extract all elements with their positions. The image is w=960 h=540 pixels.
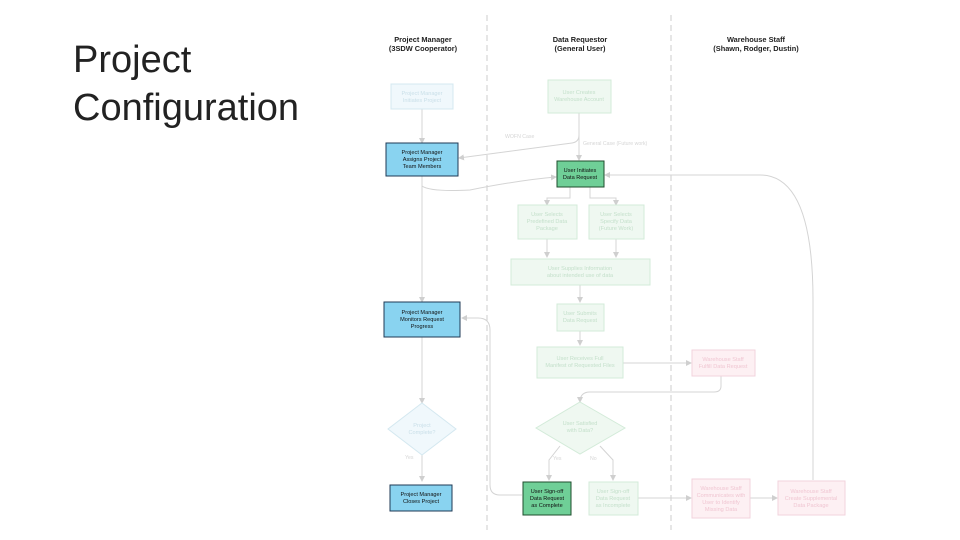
node-user-satisfied-decision: User Satisfied with Data?	[535, 401, 626, 455]
svg-text:Complete?: Complete?	[408, 430, 435, 436]
connector	[544, 187, 571, 206]
node-user-selects-predefined: User Selects Predefined Data Package	[517, 204, 578, 240]
node-warehouse-communicates: Warehouse Staff Communicates with User t…	[691, 478, 751, 519]
svg-text:User Selects: User Selects	[531, 212, 563, 218]
svg-text:Specify Data: Specify Data	[600, 219, 633, 225]
svg-text:Predefined Data: Predefined Data	[527, 219, 568, 225]
node-pm-assigns-team: Project Manager Assigns Project Team Mem…	[385, 142, 459, 177]
svg-text:Project: Project	[413, 423, 431, 429]
svg-text:Project Manager: Project Manager	[400, 492, 441, 498]
connector	[577, 376, 722, 403]
node-pm-initiates-project: Project Manager Initiates Project	[390, 83, 454, 110]
svg-text:Progress: Progress	[411, 324, 434, 330]
lane-title-data-requestor: Data Requestor	[553, 35, 608, 44]
node-warehouse-fulfill: Warehouse Staff Fulfill Data Request	[691, 349, 756, 377]
svg-text:Closes Project: Closes Project	[403, 499, 440, 505]
lane-title-warehouse-staff: Warehouse Staff	[727, 35, 786, 44]
svg-text:User Receives Full: User Receives Full	[557, 356, 604, 362]
svg-text:Warehouse Staff: Warehouse Staff	[790, 489, 832, 495]
svg-text:as Incomplete: as Incomplete	[596, 503, 631, 509]
svg-text:User Submits: User Submits	[563, 311, 597, 317]
connector	[546, 445, 561, 481]
svg-text:Missing Data: Missing Data	[705, 507, 738, 513]
svg-text:Initiates Project: Initiates Project	[403, 98, 442, 104]
node-user-signoff-complete: User Sign-off Data Request as Complete	[522, 481, 572, 516]
node-user-signoff-incomplete: User Sign-off Data Request as Incomplete	[588, 481, 639, 516]
connector	[461, 315, 522, 496]
node-user-submits-request: User Submits Data Request	[556, 303, 605, 332]
lane-subtitle-warehouse-staff: (Shawn, Rodger, Dustin)	[713, 44, 799, 53]
svg-text:Warehouse Staff: Warehouse Staff	[702, 357, 744, 363]
connector	[421, 174, 557, 191]
node-pm-monitors-progress: Project Manager Monitors Request Progres…	[383, 301, 461, 338]
svg-text:Data Request: Data Request	[563, 175, 598, 181]
svg-text:Manifest of Requested Files: Manifest of Requested Files	[545, 363, 615, 369]
svg-text:Project Manager: Project Manager	[401, 150, 442, 156]
svg-text:User Sign-off: User Sign-off	[597, 489, 630, 495]
svg-text:Project Manager: Project Manager	[401, 91, 442, 97]
node-user-supplies-info: User Supplies Information about intended…	[510, 258, 651, 286]
svg-text:Data Package: Data Package	[793, 503, 828, 509]
svg-text:Package: Package	[536, 226, 558, 232]
svg-text:User to Identify: User to Identify	[702, 500, 740, 506]
svg-text:Fulfill Data Request: Fulfill Data Request	[699, 364, 748, 370]
lane-subtitle-data-requestor: (General User)	[555, 44, 606, 53]
svg-text:User Sign-off: User Sign-off	[531, 489, 564, 495]
edge-label-no: No	[590, 456, 597, 462]
svg-text:Data Request: Data Request	[596, 496, 631, 502]
svg-text:Create Supplemental: Create Supplemental	[785, 496, 838, 502]
svg-text:User Creates: User Creates	[563, 90, 596, 96]
svg-text:User Initiates: User Initiates	[564, 168, 597, 174]
svg-text:Data Request: Data Request	[530, 496, 565, 502]
svg-text:Team Members: Team Members	[403, 164, 442, 170]
slide-title-line-2: Configuration	[73, 87, 300, 129]
lane-title-project-manager: Project Manager	[394, 35, 452, 44]
connector	[604, 172, 814, 480]
edge-label-general-case: General Case (Future work)	[583, 141, 648, 147]
connector	[599, 445, 616, 481]
lane-subtitle-project-manager: (3SDW Cooperator)	[389, 44, 458, 53]
svg-text:Warehouse Account: Warehouse Account	[554, 97, 604, 103]
svg-text:(Future Work): (Future Work)	[599, 226, 634, 232]
svg-text:Communicates with: Communicates with	[697, 493, 746, 499]
edge-label-yes: Yes	[405, 455, 414, 461]
slide-title-line-1: Project	[73, 39, 192, 81]
svg-text:Monitors Request: Monitors Request	[400, 317, 444, 323]
svg-text:User Satisfied: User Satisfied	[563, 421, 598, 427]
edge-label-yes: Yes	[553, 456, 562, 462]
node-pm-closes-project: Project Manager Closes Project	[389, 484, 453, 512]
svg-text:about intended use of data: about intended use of data	[547, 273, 614, 279]
svg-text:Data Request: Data Request	[563, 318, 598, 324]
svg-text:User Supplies Information: User Supplies Information	[548, 266, 612, 272]
svg-text:Project Manager: Project Manager	[401, 310, 442, 316]
edge-label-wofn-case: WOFN Case	[505, 134, 535, 140]
node-warehouse-creates-supplemental: Warehouse Staff Create Supplemental Data…	[777, 480, 846, 516]
svg-text:Assigns Project: Assigns Project	[403, 157, 442, 163]
svg-text:as Complete: as Complete	[531, 503, 562, 509]
node-user-selects-specify: User Selects Specify Data (Future Work)	[588, 204, 645, 240]
node-project-complete-decision: Project Complete?	[387, 402, 457, 456]
svg-text:Warehouse Staff: Warehouse Staff	[700, 486, 742, 492]
connector	[589, 187, 619, 206]
svg-text:User Selects: User Selects	[600, 212, 632, 218]
node-user-creates-account: User Creates Warehouse Account	[547, 79, 612, 114]
node-user-initiates-request: User Initiates Data Request	[556, 160, 605, 188]
svg-text:with Data?: with Data?	[566, 428, 593, 434]
slide-title: Project Configuration	[73, 36, 299, 132]
node-user-receives-manifest: User Receives Full Manifest of Requested…	[536, 346, 624, 379]
